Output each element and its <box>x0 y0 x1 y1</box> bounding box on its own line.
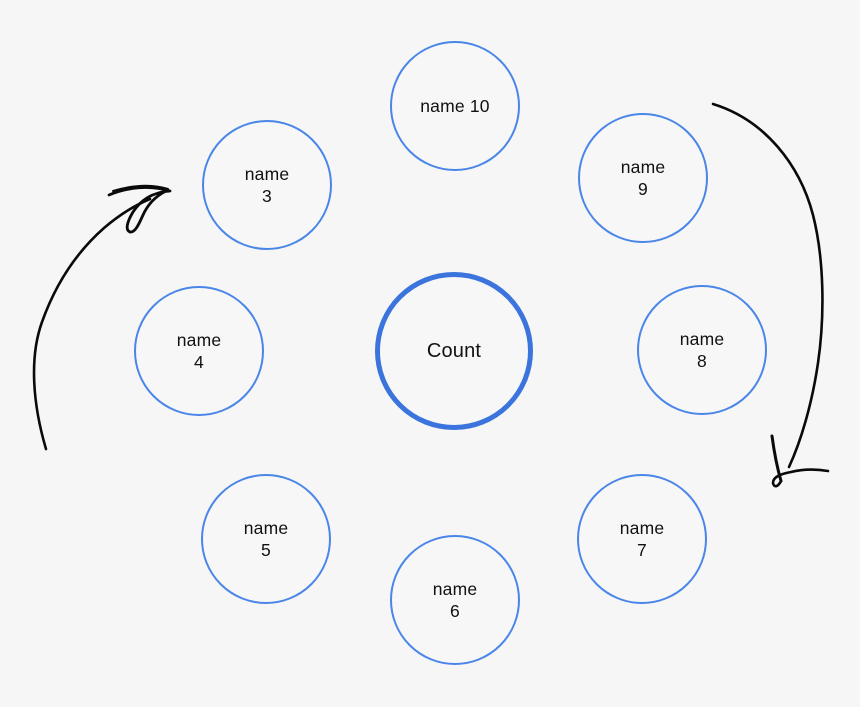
node-label-line2: 7 <box>637 540 647 560</box>
node-label: name <box>679 329 725 349</box>
node-label-line2: 5 <box>261 540 271 560</box>
node-label-line2: 6 <box>450 601 460 621</box>
node-name-10: name 10 <box>390 41 520 171</box>
node-label: name <box>432 579 478 599</box>
node-label-line2: 4 <box>194 352 204 372</box>
center-node-label: Count <box>426 340 482 362</box>
node-label: name 10 <box>420 96 490 116</box>
node-label: name <box>176 330 222 350</box>
node-label-line2: 3 <box>262 186 272 206</box>
node-label: name <box>244 164 290 184</box>
node-label-line2: 8 <box>697 351 707 371</box>
node-label-line2: 9 <box>638 179 648 199</box>
node-label: name <box>620 157 666 177</box>
node-label: name <box>619 518 665 538</box>
node-count-center: Count <box>375 272 533 430</box>
node-label: name <box>243 518 289 538</box>
